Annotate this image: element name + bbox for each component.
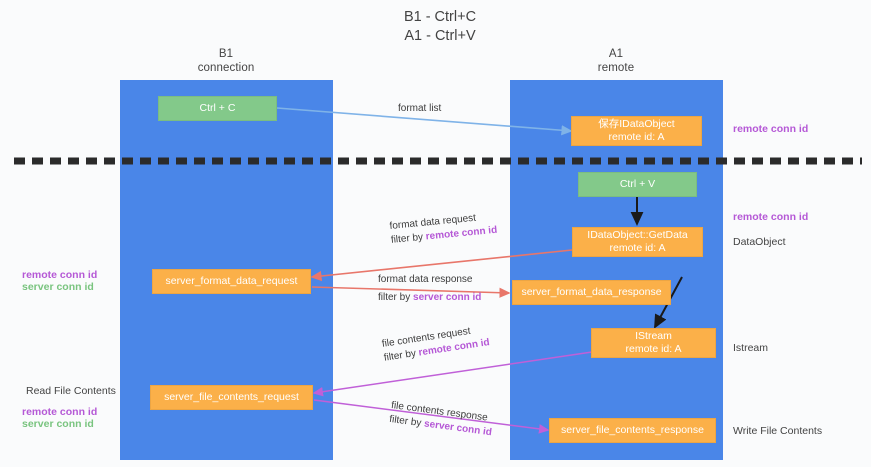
note-remote-conn-id-top: remote conn id [733, 123, 809, 135]
node-server-file-contents-response-label: server_file_contents_response [560, 424, 704, 436]
page-title: B1 - Ctrl+C A1 - Ctrl+V [403, 9, 477, 44]
note-remote-conn-id-mid: remote conn id [733, 211, 809, 223]
node-save-idataobject[interactable]: 保存IDataObject remote id: A [571, 116, 702, 146]
node-save-idataobject-sublabel: remote id: A [608, 131, 665, 143]
node-idataobject-getdata[interactable]: IDataObject::GetData remote id: A [572, 227, 703, 257]
node-ctrl-c-label: Ctrl + C [199, 102, 236, 114]
node-server-file-contents-request-label: server_file_contents_request [164, 391, 299, 403]
node-ctrl-v[interactable]: Ctrl + V [578, 172, 697, 197]
note-write-file-contents: Write File Contents [733, 425, 823, 437]
edge-label-format-data-request: format data request filter by remote con… [389, 210, 498, 248]
note-left-remote-conn-id: remote conn id [22, 269, 98, 281]
node-server-format-data-response-label: server_format_data_response [521, 286, 662, 298]
note-left-server-conn-id: server conn id [22, 281, 94, 293]
node-istream-label: IStream [635, 330, 672, 342]
note-istream: Istream [733, 342, 769, 354]
edge-label-format-list: format list [398, 102, 441, 116]
node-server-file-contents-request[interactable]: server_file_contents_request [150, 385, 313, 410]
node-ctrl-c[interactable]: Ctrl + C [158, 96, 277, 121]
edge-label-format-data-response-line1: format data response [378, 274, 473, 285]
edge-label-file-contents-response: file contents response filter by server … [388, 399, 494, 440]
node-ctrl-v-label: Ctrl + V [619, 178, 656, 190]
node-idataobject-getdata-label: IDataObject::GetData [587, 229, 688, 241]
edge-label-format-data-response-line2: filter by server conn id [378, 292, 482, 303]
node-server-format-data-request[interactable]: server_format_data_request [152, 269, 311, 294]
node-server-format-data-response[interactable]: server_format_data_response [512, 280, 671, 305]
note-left-remote-conn-id-bottom: remote conn id [22, 406, 98, 418]
note-left-server-conn-id-bottom: server conn id [22, 418, 94, 430]
note-read-file-contents: Read File Contents [26, 385, 116, 397]
edge-label-format-data-response: format data response filter by server co… [378, 273, 481, 305]
edge-label-format-list-line1: format list [398, 103, 442, 114]
note-dataobject: DataObject [733, 236, 786, 248]
node-save-idataobject-label: 保存IDataObject [598, 118, 675, 130]
node-istream-sublabel: remote id: A [625, 343, 682, 355]
column-header-b1: B1 connection [197, 48, 255, 74]
token-server-conn-id: server conn id [413, 292, 482, 303]
node-server-file-contents-response[interactable]: server_file_contents_response [549, 418, 716, 443]
edge-label-file-contents-request: file contents request filter by remote c… [381, 322, 491, 365]
node-server-format-data-request-label: server_format_data_request [165, 275, 298, 287]
node-idataobject-getdata-sublabel: remote id: A [609, 242, 666, 254]
node-istream[interactable]: IStream remote id: A [591, 328, 716, 358]
column-header-a1: A1 remote [597, 48, 635, 74]
